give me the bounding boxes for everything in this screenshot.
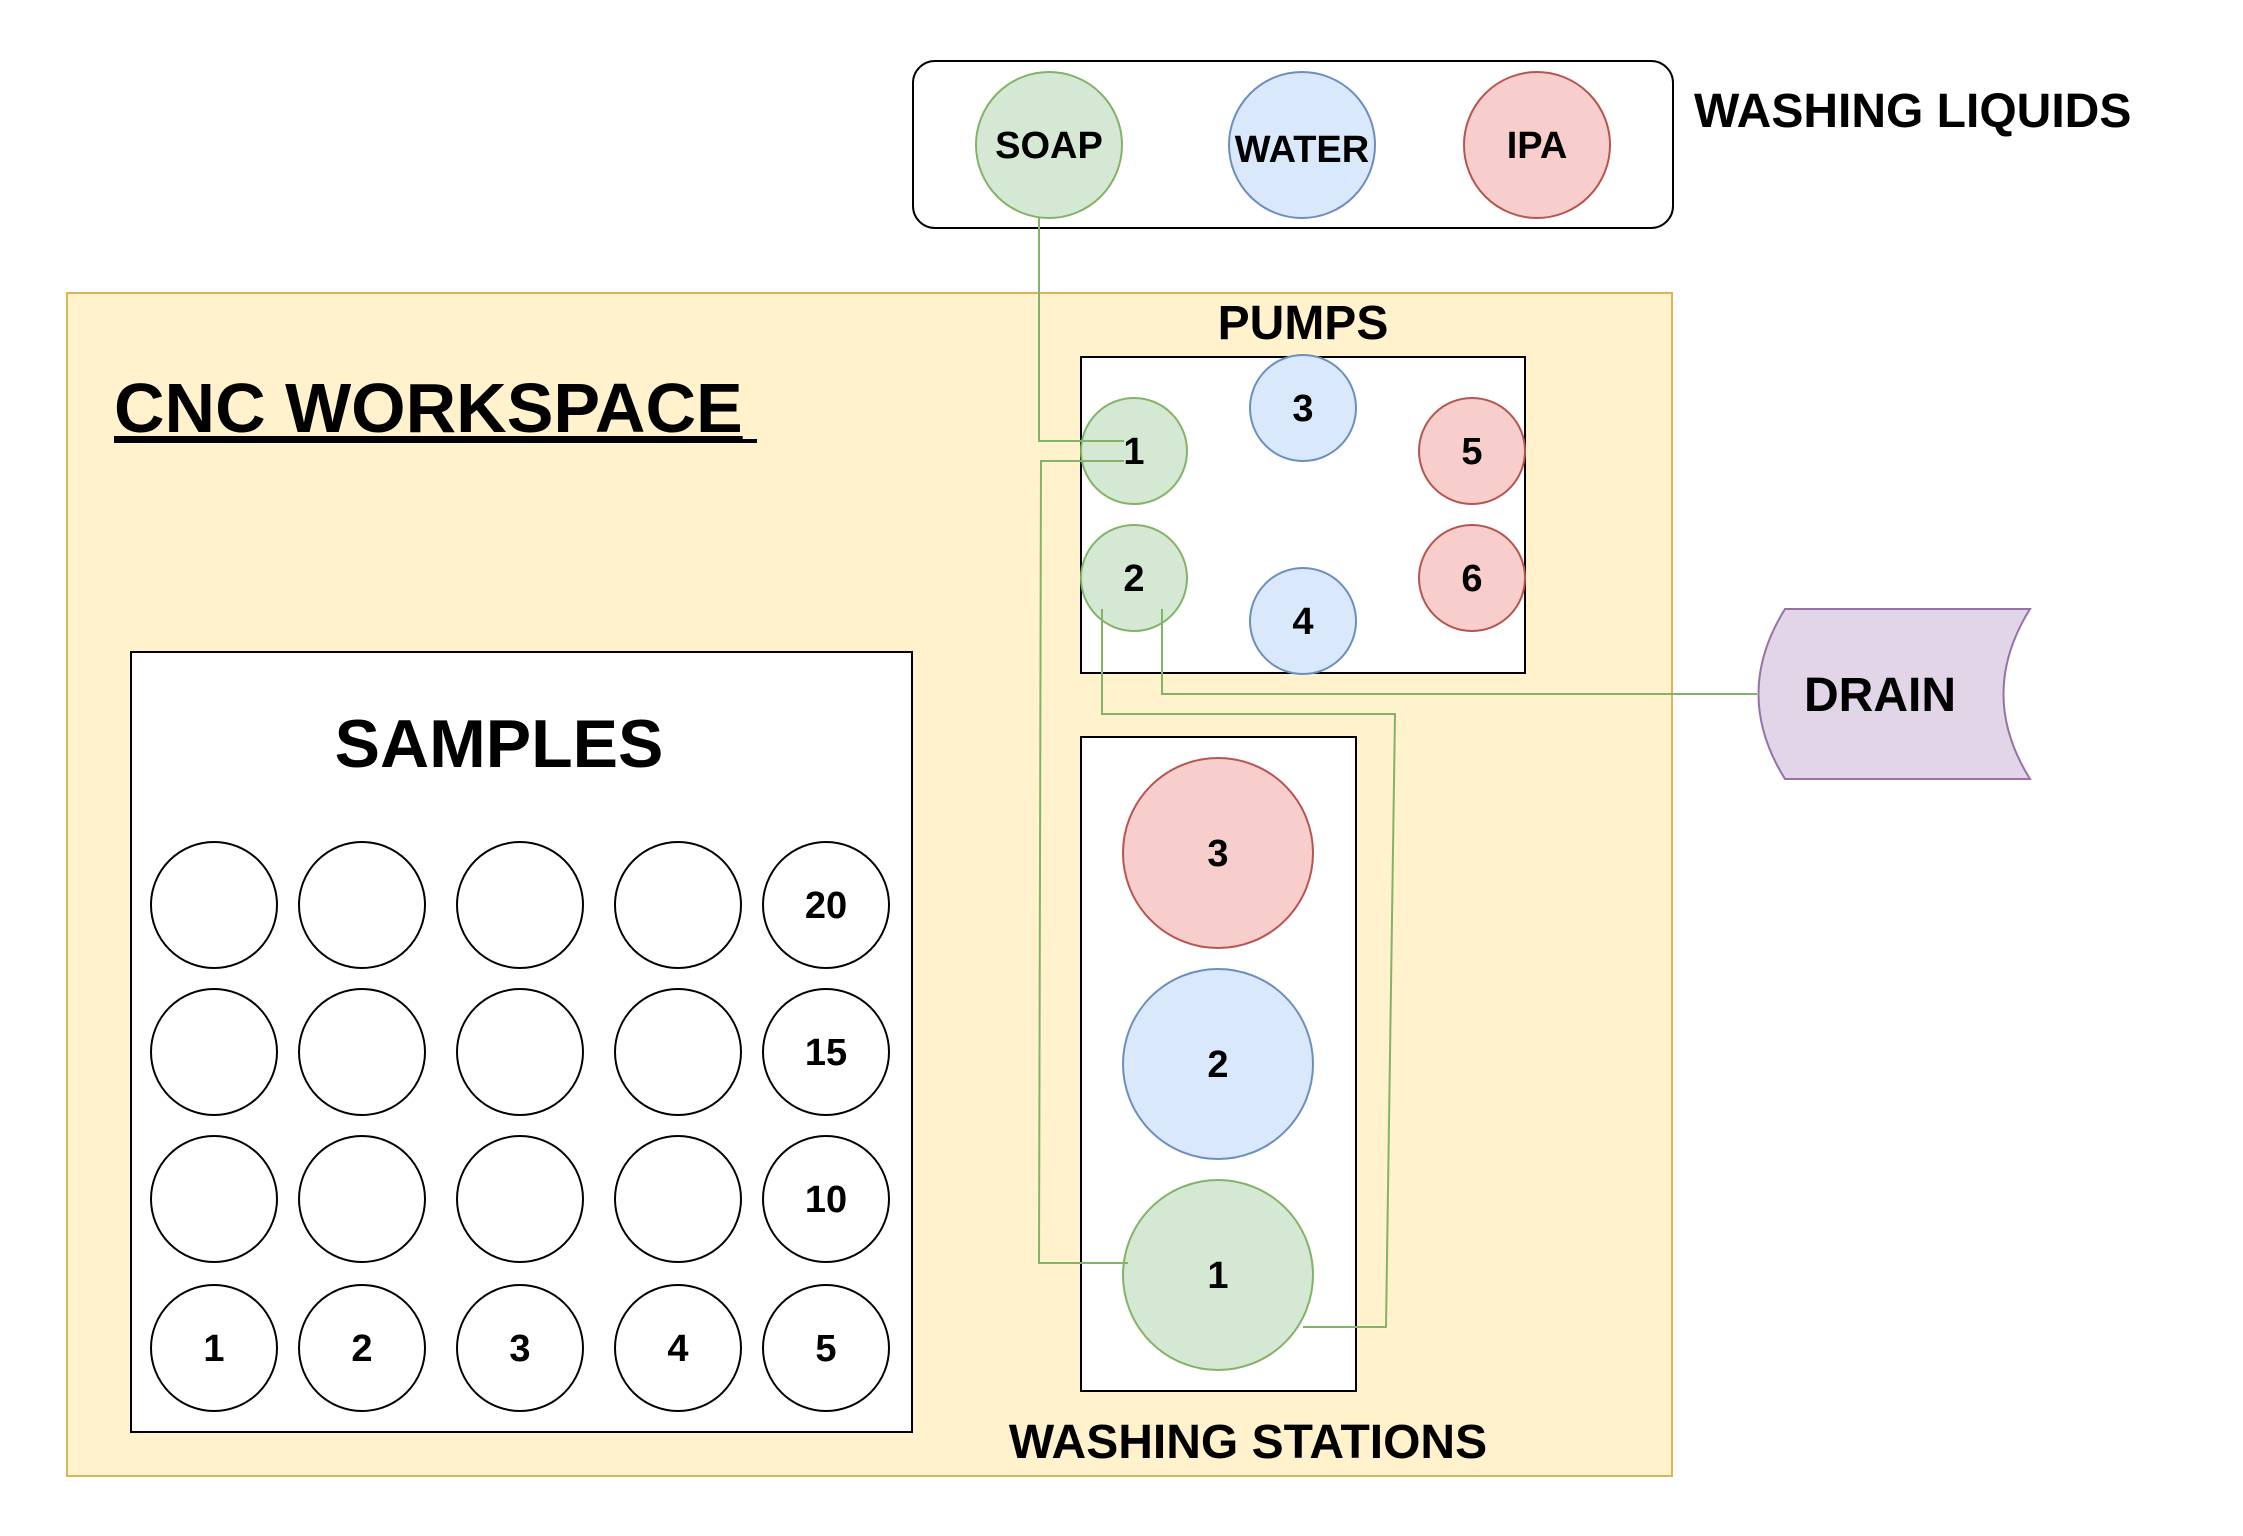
sample-well-circle — [298, 841, 426, 969]
sample-well-circle — [762, 1135, 890, 1263]
sample-well-label: 1 — [203, 1328, 224, 1370]
washing-station-3[interactable]: 3 — [1122, 757, 1314, 949]
line-pump-2-to-station-1 — [1101, 609, 1397, 1328]
liquid-soap-circle — [975, 71, 1123, 219]
drain[interactable]: DRAIN — [1757, 608, 2032, 780]
liquid-water-label: WATER — [1235, 129, 1369, 171]
sample-well-circle — [150, 841, 278, 969]
sample-well-circle — [762, 1284, 890, 1412]
sample-well[interactable]: 1 — [150, 1284, 278, 1412]
sample-well[interactable]: 4 — [614, 1284, 742, 1412]
pump-4-label: 4 — [1292, 601, 1313, 643]
sample-well[interactable] — [298, 988, 426, 1116]
washing-station-1-label: 1 — [1207, 1255, 1228, 1297]
sample-well[interactable] — [614, 841, 742, 969]
workspace-title: CNC WORKSPACE — [114, 369, 743, 447]
sample-well-label: 20 — [805, 885, 847, 927]
sample-well-label: 4 — [667, 1328, 688, 1370]
sample-well[interactable]: 5 — [762, 1284, 890, 1412]
pump-6-circle — [1418, 524, 1526, 632]
sample-well-circle — [298, 1284, 426, 1412]
line-soap-to-pump-1 — [1038, 218, 1124, 442]
pump-1-circle — [1080, 397, 1188, 505]
pumps-title: PUMPS — [1218, 297, 1389, 350]
pump-3-circle — [1249, 354, 1357, 462]
washing-station-2-label: 2 — [1207, 1044, 1228, 1086]
pump-1-label: 1 — [1123, 431, 1144, 473]
connection-lines — [1037, 218, 1757, 1328]
sample-well-circle — [150, 988, 278, 1116]
sample-well[interactable]: 10 — [762, 1135, 890, 1263]
line-pump-2-to-drain — [1161, 609, 1757, 695]
sample-well[interactable]: 15 — [762, 988, 890, 1116]
pump-5[interactable]: 5 — [1418, 397, 1526, 505]
sample-well-circle — [614, 1284, 742, 1412]
sample-well[interactable] — [456, 988, 584, 1116]
washing-station-2-circle — [1122, 968, 1314, 1160]
sample-well-circle — [456, 988, 584, 1116]
sample-well-circle — [150, 1135, 278, 1263]
sample-well-label: 3 — [509, 1328, 530, 1370]
sample-well[interactable] — [614, 988, 742, 1116]
sample-well-circle — [614, 988, 742, 1116]
sample-well-circle — [456, 1135, 584, 1263]
pump-3-label: 3 — [1292, 388, 1313, 430]
pump-3[interactable]: 3 — [1249, 354, 1357, 462]
liquid-water-circle — [1228, 71, 1376, 219]
sample-well-circle — [614, 841, 742, 969]
sample-well[interactable] — [456, 1135, 584, 1263]
sample-well[interactable] — [614, 1135, 742, 1263]
sample-well[interactable] — [298, 841, 426, 969]
washing-station-1-circle — [1122, 1179, 1314, 1371]
sample-well-label: 10 — [805, 1179, 847, 1221]
washing-station-1[interactable]: 1 — [1122, 1179, 1314, 1371]
sample-well-circle — [762, 988, 890, 1116]
pump-2-label: 2 — [1123, 558, 1144, 600]
sample-well-label: 15 — [805, 1032, 847, 1074]
liquid-ipa[interactable]: IPA — [1463, 71, 1611, 219]
pump-2-circle — [1080, 524, 1188, 632]
pump-4[interactable]: 4 — [1249, 567, 1357, 675]
sample-well[interactable]: 20 — [762, 841, 890, 969]
sample-well-circle — [456, 1284, 584, 1412]
sample-well-circle — [456, 841, 584, 969]
samples-title: SAMPLES — [335, 706, 664, 782]
pump-5-label: 5 — [1461, 431, 1482, 473]
liquid-soap[interactable]: SOAP — [975, 71, 1123, 219]
drain-label: DRAIN — [1804, 669, 1956, 722]
washing-liquids-title: WASHING LIQUIDS — [1694, 85, 2131, 138]
pump-2[interactable]: 2 — [1080, 524, 1188, 632]
washing-stations-title: WASHING STATIONS — [1009, 1416, 1487, 1469]
washing-station-3-circle — [1122, 757, 1314, 949]
pump-4-circle — [1249, 567, 1357, 675]
sample-well[interactable]: 3 — [456, 1284, 584, 1412]
liquid-ipa-label: IPA — [1507, 125, 1568, 167]
sample-well[interactable] — [298, 1135, 426, 1263]
sample-well-label: 5 — [815, 1328, 836, 1370]
pump-5-circle — [1418, 397, 1526, 505]
sample-well[interactable] — [150, 841, 278, 969]
sample-well[interactable]: 2 — [298, 1284, 426, 1412]
pump-6[interactable]: 6 — [1418, 524, 1526, 632]
sample-grid: 20 15 10 1 2 3 4 5 — [150, 841, 890, 1412]
sample-well-circle — [614, 1135, 742, 1263]
sample-well-label: 2 — [351, 1328, 372, 1370]
sample-well-circle — [762, 841, 890, 969]
sample-well[interactable] — [456, 841, 584, 969]
liquid-soap-label: SOAP — [995, 125, 1103, 167]
sample-well[interactable] — [150, 988, 278, 1116]
line-pump-1-to-station-1 — [1037, 460, 1128, 1264]
washing-station-3-label: 3 — [1207, 833, 1228, 875]
pump-1[interactable]: 1 — [1080, 397, 1188, 505]
liquid-water[interactable]: WATER — [1228, 71, 1376, 219]
washing-station-2[interactable]: 2 — [1122, 968, 1314, 1160]
drain-shape — [1757, 608, 2032, 780]
pump-6-label: 6 — [1461, 558, 1482, 600]
liquid-ipa-circle — [1463, 71, 1611, 219]
sample-well-circle — [298, 1135, 426, 1263]
sample-well-circle — [298, 988, 426, 1116]
sample-well[interactable] — [150, 1135, 278, 1263]
sample-well-circle — [150, 1284, 278, 1412]
